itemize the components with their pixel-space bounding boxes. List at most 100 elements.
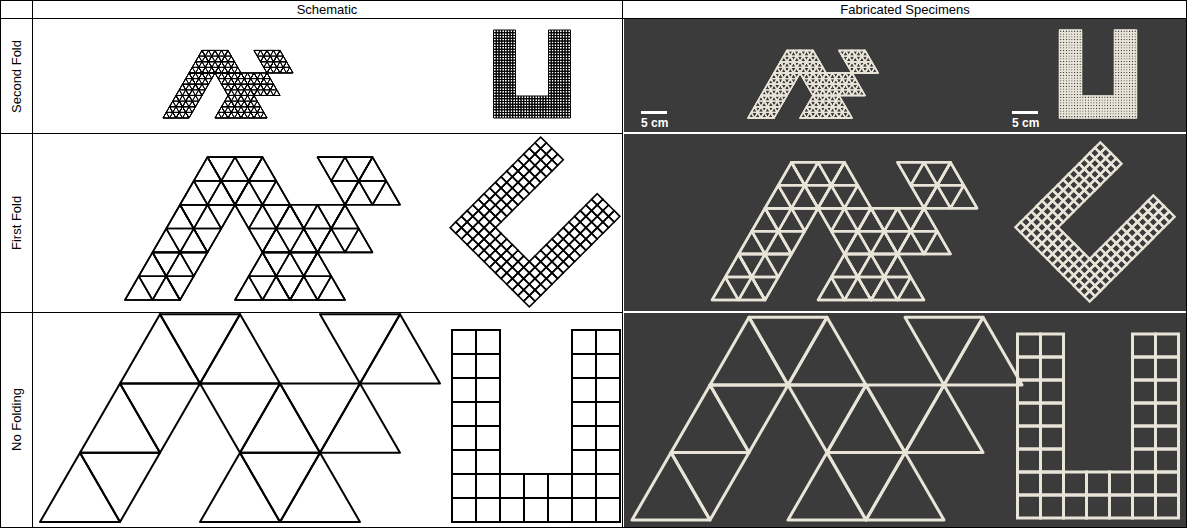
lattice-square: [592, 228, 603, 239]
lattice-triangle: [264, 79, 271, 85]
lattice-triangle: [884, 208, 911, 231]
lattice-triangle: [739, 254, 792, 300]
lattice-triangle: [251, 95, 258, 101]
lattice-triangle: [911, 231, 938, 254]
lattice-triangle: [813, 95, 839, 118]
lattice-triangle: [671, 385, 749, 453]
lattice-triangle: [249, 205, 277, 229]
lattice-square: [512, 284, 523, 295]
lattice-triangle: [331, 205, 359, 229]
lattice-triangle: [784, 62, 791, 68]
lattice-triangle: [827, 385, 905, 453]
square-lattice: [450, 137, 620, 307]
lattice-square: [1041, 472, 1064, 495]
lattice-triangle: [790, 67, 797, 73]
lattice-triangle: [781, 84, 794, 95]
lattice-square: [586, 211, 597, 222]
lattice-triangle: [792, 162, 819, 185]
lattice-triangle: [235, 276, 263, 300]
lattice-triangle: [836, 84, 843, 90]
lattice-square: [552, 256, 563, 267]
lattice-square: [524, 498, 548, 522]
lattice-triangle: [859, 62, 872, 73]
lattice-triangle: [765, 208, 818, 254]
lattice-triangle: [240, 453, 320, 522]
specimen-photo: [624, 19, 1187, 132]
lattice-triangle: [771, 90, 778, 96]
lattice-square: [580, 216, 591, 227]
lattice-square: [596, 378, 620, 402]
lattice-square: [572, 450, 596, 474]
lattice-triangle: [194, 157, 222, 181]
lattice-triangle: [194, 229, 222, 253]
lattice-triangle: [862, 56, 869, 62]
lattice-triangle: [80, 383, 160, 452]
lattice-triangle: [218, 50, 225, 56]
lattice-triangle: [251, 107, 258, 113]
lattice-triangle: [225, 50, 232, 56]
lattice-triangle: [320, 314, 400, 383]
lattice-square: [1156, 426, 1179, 449]
lattice-triangle: [810, 73, 817, 79]
lattice-triangle: [712, 277, 739, 300]
lattice-triangle: [205, 50, 212, 56]
lattice-square: [452, 450, 476, 474]
lattice-triangle: [261, 84, 274, 95]
lattice-triangle: [244, 95, 251, 101]
lattice-square: [546, 273, 557, 284]
lattice-square: [501, 182, 512, 193]
lattice-triangle: [845, 208, 872, 231]
lattice-triangle: [221, 181, 249, 205]
lattice-square: [541, 256, 552, 267]
lattice-triangle: [752, 231, 779, 254]
lattice-triangle: [836, 95, 843, 101]
lattice-triangle: [937, 162, 964, 185]
lattice-square: [552, 267, 563, 278]
lattice-square: [596, 450, 620, 474]
lattice-triangle: [263, 181, 291, 205]
lattice-square: [1018, 334, 1041, 357]
lattice-square: [575, 211, 586, 222]
lattice-triangle: [710, 385, 788, 453]
lattice-triangle: [862, 62, 869, 68]
lattice-square: [501, 273, 512, 284]
lattice-triangle: [244, 73, 251, 79]
lattice-triangle: [254, 50, 280, 73]
lattice-triangle: [251, 79, 258, 85]
lattice-triangle: [898, 208, 951, 254]
lattice-square: [586, 233, 597, 244]
lattice-triangle: [238, 101, 245, 107]
lattice-triangle: [858, 231, 885, 254]
lattice-triangle: [225, 84, 232, 90]
lattice-triangle: [859, 50, 872, 61]
lattice-square: [597, 211, 608, 222]
lattice-triangle: [238, 107, 245, 113]
lattice-triangle: [166, 276, 194, 300]
lattice-square: [478, 250, 489, 261]
lattice-triangle: [777, 73, 784, 79]
lattice-triangle: [898, 231, 925, 254]
lattice-triangle: [318, 157, 346, 181]
lattice-triangle: [807, 73, 820, 84]
lattice-square: [535, 284, 546, 295]
lattice-triangle: [924, 162, 977, 208]
lattice-square: [596, 474, 620, 498]
lattice-triangle: [235, 84, 248, 95]
lattice-triangle: [858, 277, 885, 300]
lattice-triangle: [199, 84, 206, 90]
lattice-triangle: [241, 73, 267, 96]
lattice-square: [603, 216, 614, 227]
lattice-triangle: [807, 50, 820, 61]
lattice-triangle: [924, 185, 951, 208]
lattice-triangle: [898, 162, 925, 185]
lattice-triangle: [264, 62, 271, 68]
lattice-triangle: [231, 112, 238, 118]
lattice-triangle: [199, 90, 206, 96]
lattice-square: [541, 279, 552, 290]
lattice-triangle: [80, 453, 160, 522]
lattice-triangle: [200, 453, 280, 522]
lattice-triangle: [180, 205, 235, 253]
lattice-triangle: [163, 95, 189, 118]
lattice-square: [603, 205, 614, 216]
lattice-square: [1041, 403, 1064, 426]
